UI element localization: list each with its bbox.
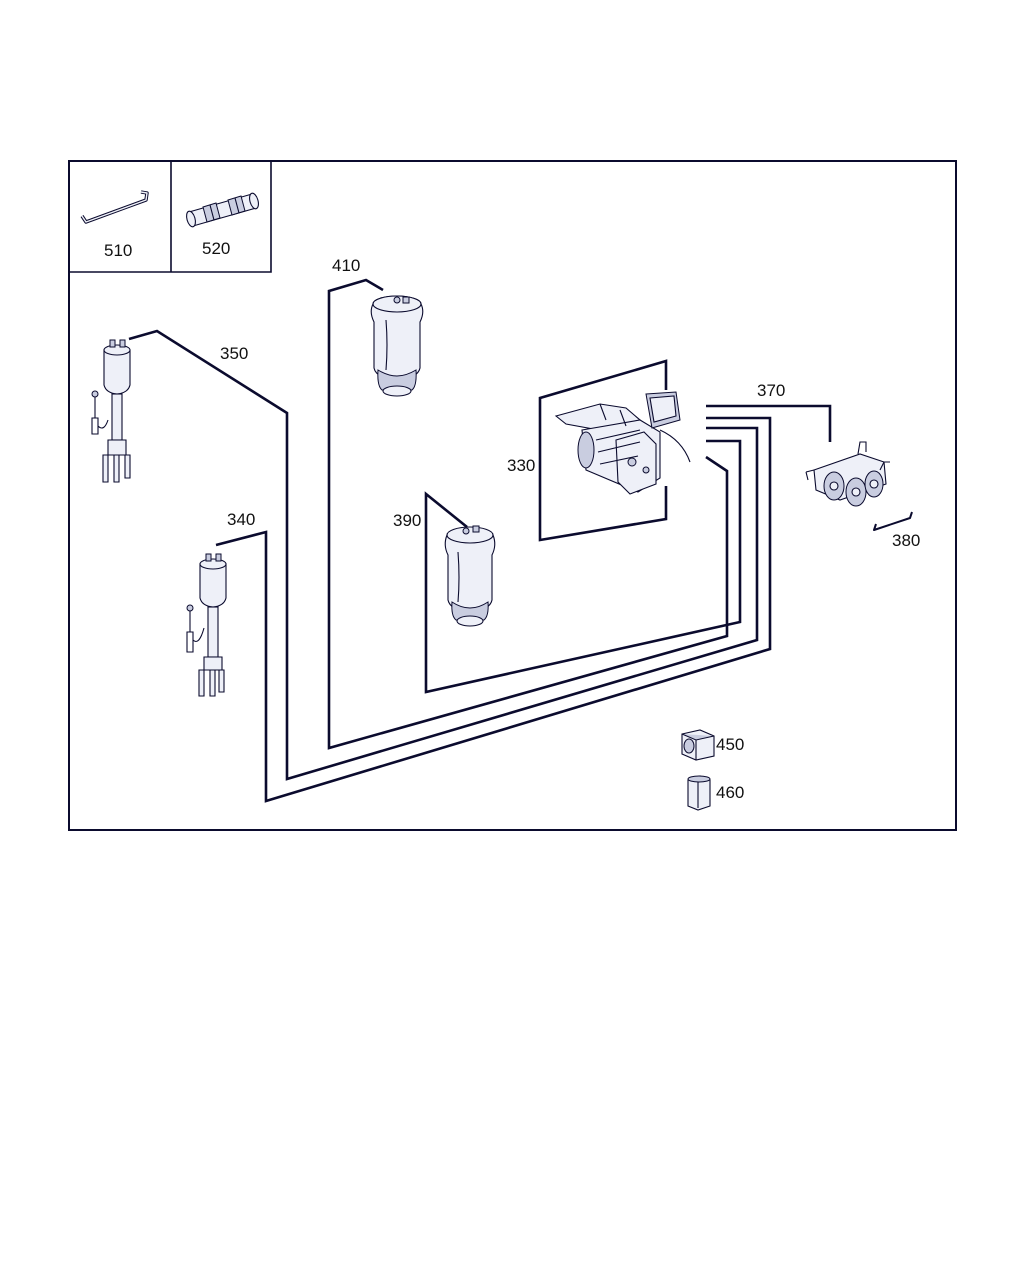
part-450-bracket[interactable] [681,729,715,761]
part-330-compressor[interactable] [554,391,691,495]
part-380-clip[interactable] [873,511,913,531]
part-350-front-strut[interactable] [91,339,131,483]
leader-330 [538,359,668,542]
leader-410 [327,278,729,750]
part-510-rod[interactable] [80,190,149,224]
part-390-air-spring[interactable] [444,525,496,627]
inset-boxes [69,161,272,273]
leader-340 [215,416,772,803]
diagram-frame [68,160,957,831]
leader-370 [706,404,832,442]
label-390: 390 [393,511,421,530]
part-370-reservoir[interactable] [805,441,890,507]
label-450: 450 [716,735,744,754]
label-330: 330 [507,456,535,475]
part-410-air-spring[interactable] [370,295,424,397]
label-410: 410 [332,256,360,275]
label-510: 510 [104,241,132,260]
part-520-connector[interactable] [185,192,260,228]
label-340: 340 [227,510,255,529]
label-520: 520 [202,239,230,258]
label-350: 350 [220,344,248,363]
label-370: 370 [757,381,785,400]
label-460: 460 [716,783,744,802]
label-380: 380 [892,531,920,550]
leader-390 [424,439,742,694]
leader-350 [128,329,759,781]
part-460-sleeve[interactable] [687,775,711,811]
part-340-front-strut[interactable] [186,553,227,697]
